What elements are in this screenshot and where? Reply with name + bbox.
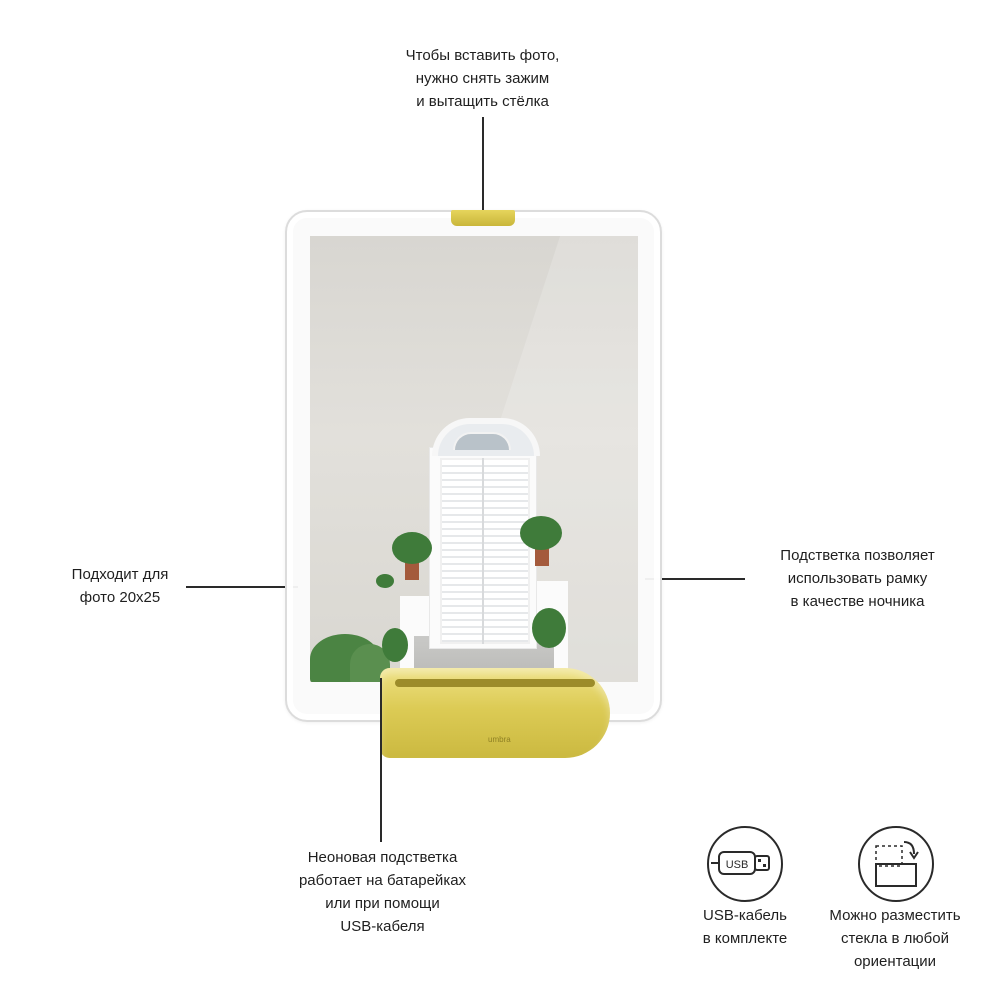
leader-line-left [186, 586, 298, 588]
annotation-top: Чтобы вставить фото, нужно снять зажим и… [405, 47, 560, 110]
annotation-bottom: Неоновая подстветка работает на батарейк… [298, 849, 467, 935]
frame-clip [451, 210, 515, 226]
usb-icon-label: USB [726, 859, 749, 871]
usb-icon: USB [711, 851, 770, 875]
usb-feature-badge: USB [707, 826, 783, 902]
brand-mark: umbra [488, 735, 511, 744]
orientation-feature-caption: Можно разместить стекла в любой ориентац… [829, 907, 961, 970]
annotation-right: Подстветка позволяет использовать рамку … [780, 547, 935, 610]
leader-line-top [482, 117, 484, 213]
leader-line-right [645, 578, 745, 580]
annotation-left: Подходит для фото 20х25 [71, 566, 169, 606]
leader-line-bottom [380, 678, 382, 842]
usb-feature-caption: USB-кабель в комплекте [702, 907, 788, 947]
rotate-orientation-icon [875, 841, 919, 887]
photo-frame [285, 210, 662, 722]
frame-photo [310, 236, 638, 682]
orientation-feature-badge [858, 826, 934, 902]
base-slot [395, 679, 595, 687]
